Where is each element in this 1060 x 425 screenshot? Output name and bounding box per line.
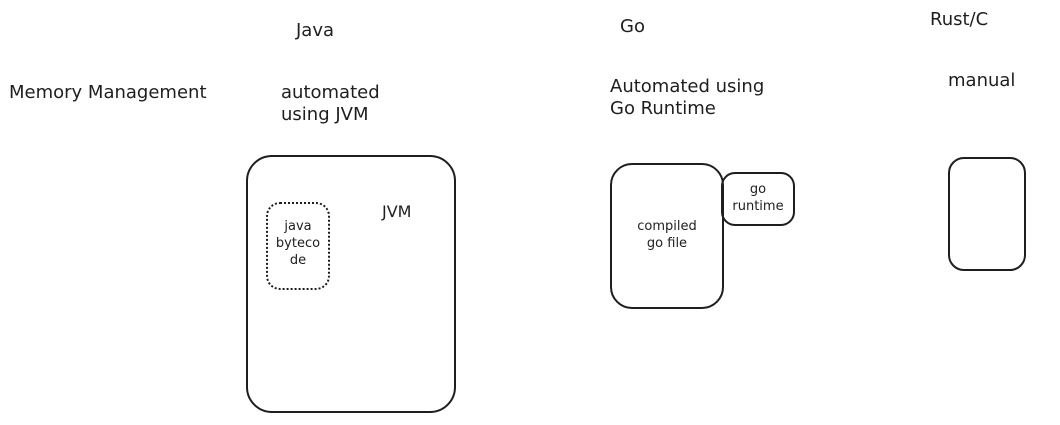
compiled-go-file-box[interactable] xyxy=(610,163,724,309)
jvm-container[interactable] xyxy=(246,155,456,413)
java-bytecode-label: java byteco de xyxy=(275,219,321,268)
go-description: Automated using Go Runtime xyxy=(610,76,765,119)
rust-c-box[interactable] xyxy=(948,157,1026,271)
java-bytecode-box[interactable] xyxy=(266,202,330,290)
go-header: Go xyxy=(620,16,645,37)
java-header: Java xyxy=(296,20,335,41)
go-runtime-label: go runtime xyxy=(732,182,784,214)
jvm-label: JVM xyxy=(382,202,412,221)
compiled-go-file-label: compiled go file xyxy=(637,219,697,251)
rust-description: manual xyxy=(948,70,1016,91)
rust-header: Rust/C xyxy=(930,9,989,30)
memory-management-label: Memory Management xyxy=(9,82,207,103)
go-runtime-box[interactable] xyxy=(721,172,795,226)
java-description: automated using JVM xyxy=(281,82,380,125)
